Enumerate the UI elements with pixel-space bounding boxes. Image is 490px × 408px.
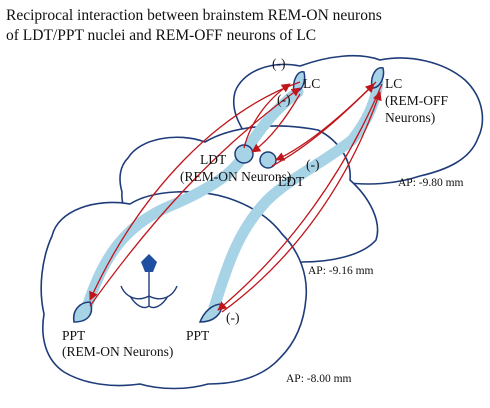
inhibition-marker-ldt-right: (-) (306, 157, 320, 172)
projection-ldt-to-lc-left (243, 83, 291, 149)
ppt-left-nucleus (72, 301, 93, 323)
ldt-left-nucleus (234, 144, 254, 164)
ldt-left-label: LDT (200, 152, 227, 167)
lc-right-label: LC (385, 76, 402, 91)
title-line-2: of LDT/PPT nuclei and REM-OFF neurons of… (6, 27, 316, 44)
inhibition-marker-ppt-right: (-) (226, 310, 240, 325)
ldt-right-label: LDT (278, 174, 305, 189)
lc-right-label-line2: (REM-OFF (385, 93, 449, 108)
midline-contour (120, 272, 178, 309)
lc-right-label-line3: Neurons) (385, 110, 435, 125)
projection-lc-right-to-ppt-right (217, 83, 383, 311)
projection-ppt-right-to-lc-right (221, 91, 382, 313)
projection-lc-to-ppt-left (89, 81, 301, 301)
inhibition-marker-lc-below: (-) (277, 92, 291, 107)
ldt-left-label-line2: (REM-ON Neurons) (180, 169, 291, 184)
projection-lc-to-ldt-left (251, 93, 301, 153)
lc-left-label: LC (303, 76, 320, 91)
projection-ppt-left-to-lc (89, 87, 301, 307)
title-line-1: Reciprocal interaction between brainstem… (6, 7, 382, 24)
midline-aqueduct-shape (141, 254, 157, 272)
ppt-right-label: PPT (186, 328, 210, 343)
ap-label-8-00: AP: -8.00 mm (286, 373, 352, 385)
ap-label-9-80: AP: -9.80 mm (398, 177, 464, 189)
ap-label-9-16: AP: -9.16 mm (308, 265, 374, 277)
projection-ldt-to-lc-right (271, 83, 375, 167)
ppt-left-label-line2: (REM-ON Neurons) (62, 344, 173, 359)
inhibition-marker-lc-top: (-) (272, 56, 286, 71)
ppt-left-label: PPT (62, 328, 86, 343)
